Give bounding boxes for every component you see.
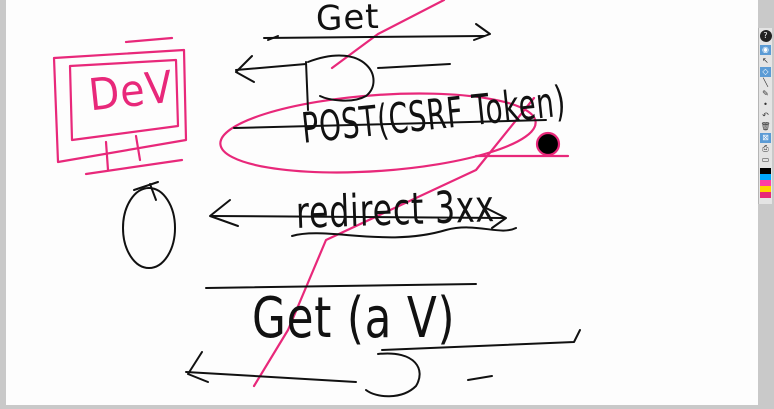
dot-tool-icon[interactable]: • [763, 100, 768, 109]
shape-select-icon[interactable]: ◇ [760, 67, 771, 77]
pen-tool-icon[interactable]: ✎ [762, 89, 769, 98]
label-redirect-3xx: redirect 3xx [295, 181, 496, 239]
color-swatch-yellow[interactable] [760, 186, 771, 192]
dev-monitor-sketch [52, 36, 188, 176]
undo-icon[interactable]: ↶ [762, 111, 769, 120]
whiteboard-canvas[interactable]: Get DeV POST(CSRF Token) redirect 3xx Ge… [6, 0, 758, 405]
line-tool-icon[interactable]: ╲ [763, 78, 768, 87]
ink-drawing [52, 0, 581, 398]
color-palette [760, 168, 771, 198]
trash-icon[interactable]: 🗑 [760, 122, 771, 131]
page-icon[interactable]: ▭ [761, 155, 770, 164]
sequence-arrows [122, 23, 581, 398]
annotation-toolbar: ? ◉ ↖ ◇ ╲ ✎ • ↶ 🗑 ⊠ ⎙ ▭ [758, 28, 772, 204]
eye-icon[interactable]: ◉ [760, 45, 771, 55]
screenshot-icon[interactable]: ⎙ [762, 144, 769, 153]
label-dev: DeV [86, 61, 176, 122]
select-arrow-icon[interactable]: ↖ [762, 56, 769, 65]
color-swatch-black[interactable] [760, 168, 771, 174]
color-swatch-pink[interactable] [760, 180, 771, 186]
pink-highlight-marks [219, 0, 570, 388]
color-swatch-magenta[interactable] [760, 192, 771, 198]
color-swatch-blue[interactable] [760, 174, 771, 180]
label-get-a-v: Get (a V) [252, 286, 456, 351]
label-get-top: Get [315, 0, 381, 40]
help-icon[interactable]: ? [759, 30, 772, 42]
disable-icon[interactable]: ⊠ [760, 133, 771, 143]
